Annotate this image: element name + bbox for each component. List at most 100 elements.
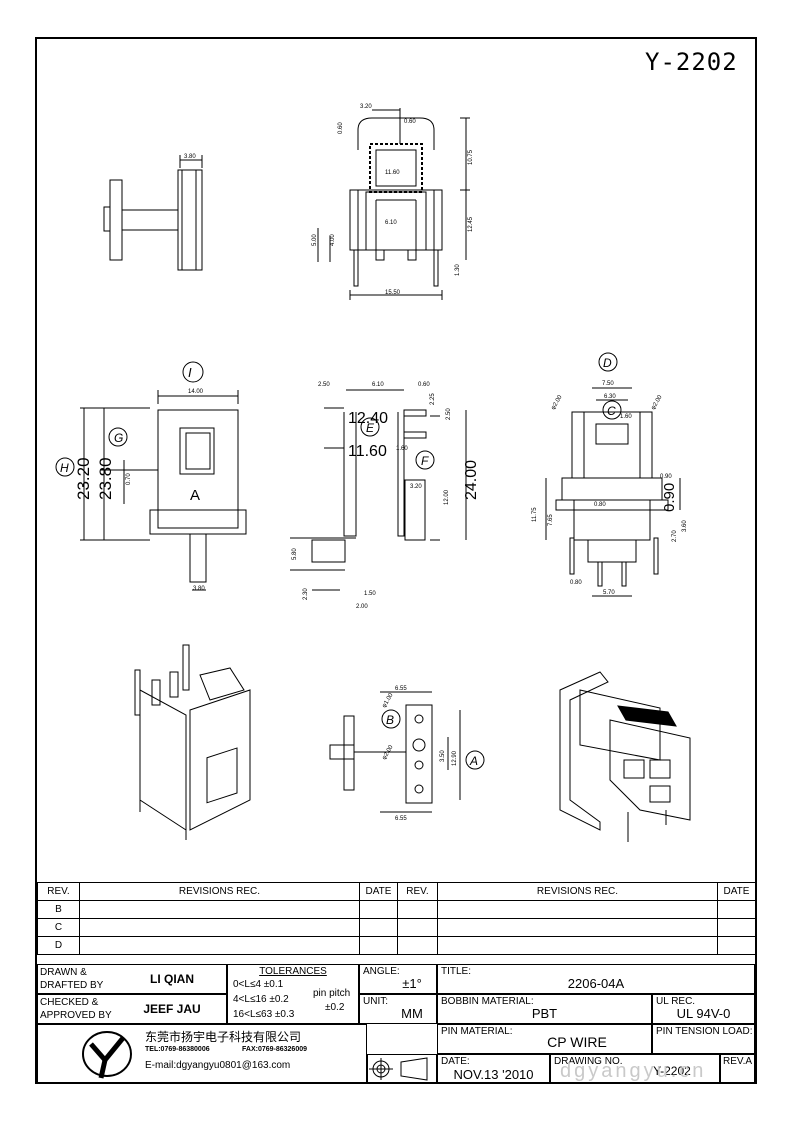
svg-text:23.20: 23.20 [74,457,93,500]
company-tel: TEL:0769-86380006 [145,1046,210,1053]
svg-text:6.55: 6.55 [395,816,407,822]
svg-text:15.50: 15.50 [385,290,401,296]
svg-text:2.00: 2.00 [356,604,368,610]
company-logo [82,1031,132,1079]
rev-label: REV.A [723,1056,753,1067]
date-value: NOV.13 '2010 [453,1067,534,1082]
projection-symbol-icon [369,1057,428,1081]
svg-text:3.20: 3.20 [360,104,372,110]
angle-label: ANGLE: [363,966,400,977]
drawing-no-label: DRAWING NO. [554,1056,623,1067]
tol-row-1: 0<L≤4 ±0.1 [233,979,284,990]
svg-text:C: C [607,404,616,418]
drawn-label: DRAWN & DRAFTED BY [40,967,104,991]
title-value: 2206-04A [567,976,625,991]
svg-text:3.60: 3.60 [682,520,688,532]
company-name: 东莞市扬宇电子科技有限公司 [145,1030,302,1044]
svg-text:G: G [114,431,123,445]
unit-label: UNIT: [363,996,388,1007]
svg-text:H: H [60,461,69,475]
svg-text:5.80: 5.80 [292,548,298,560]
svg-text:24.00: 24.00 [463,460,480,500]
svg-text:14.00: 14.00 [188,389,204,395]
drawing-no-value: Y-2202 [653,1064,691,1078]
svg-text:3.80: 3.80 [193,586,205,592]
svg-text:A: A [190,487,200,504]
svg-text:7.65: 7.65 [548,514,554,526]
checked-value: JEEF JAU [143,1002,201,1016]
pin-material-value: CP WIRE [547,1034,607,1050]
svg-text:2.30: 2.30 [303,588,309,600]
svg-text:0.60: 0.60 [338,122,344,134]
svg-text:11.60: 11.60 [385,170,400,176]
date-label: DATE: [441,1056,470,1067]
pin-pitch-label: pin pitch [313,988,351,999]
rev-header: REV. [37,882,80,901]
svg-text:0.80: 0.80 [594,502,606,508]
right-view: 7.50 6.30 φ2.00 φ2.00 1.60 11.75 7.65 0.… [532,352,688,597]
svg-text:φ2.00: φ2.00 [651,394,664,411]
svg-text:B: B [386,713,394,727]
rev-row-d: D [37,936,80,955]
bottom-view: 6.55 φ1.00 φ2.00 3.50 12.90 6.55 B A [329,686,485,822]
bobbin-material-label: BOBBIN MATERIAL: [441,996,534,1007]
svg-text:6.10: 6.10 [372,382,384,388]
svg-text:D: D [603,356,612,370]
date-header: DATE [359,882,398,901]
svg-text:3.50: 3.50 [440,750,446,762]
pin-material-label: PIN MATERIAL: [441,1026,513,1037]
svg-text:4.00: 4.00 [330,234,336,246]
svg-text:2.50: 2.50 [318,382,330,388]
svg-text:0.70: 0.70 [126,473,132,485]
svg-text:12.90: 12.90 [452,750,458,766]
isometric-right [559,671,691,842]
svg-text:0.90: 0.90 [661,483,678,512]
watermark: dgyangyu.cn [560,1060,707,1082]
svg-text:23.80: 23.80 [96,457,115,500]
svg-text:1.50: 1.50 [364,591,376,597]
section-view: 2.50 6.10 0.60 2.25 12.40 11.60 1.60 2.5… [290,382,480,610]
ul-rec-value: UL 94V-0 [676,1006,731,1021]
svg-text:6.55: 6.55 [395,686,407,692]
pin-pitch-tol: ±0.2 [325,1002,345,1013]
svg-text:12.45: 12.45 [468,216,474,232]
svg-text:1.60: 1.60 [620,414,632,420]
svg-text:φ2.00: φ2.00 [551,394,564,411]
svg-text:3.20: 3.20 [410,484,422,490]
svg-text:3.80: 3.80 [184,154,196,160]
date-header-2: DATE [717,882,756,901]
title-label: TITLE: [441,966,472,977]
svg-text:2.70: 2.70 [672,530,678,542]
svg-text:5.00: 5.00 [312,234,318,246]
rec-header: REVISIONS REC. [79,882,360,901]
svg-text:7.50: 7.50 [602,381,614,387]
tolerances-title: TOLERANCES [259,966,327,977]
rev-row-c: C [37,918,80,937]
drawn-value: LI QIAN [150,972,194,986]
revisions-table: REV. REVISIONS REC. DATE REV. REVISIONS … [37,882,756,955]
svg-text:1.30: 1.30 [455,264,461,276]
svg-text:10.75: 10.75 [468,149,474,165]
checked-label: CHECKED & APPROVED BY [40,997,112,1021]
svg-text:11.60: 11.60 [348,443,387,460]
svg-text:0.60: 0.60 [418,382,430,388]
drawing-code: Y-2202 [645,48,738,76]
front-view: 14.00 23.20 23.80 0.70 3.80 A I G H [55,361,247,592]
svg-text:11.75: 11.75 [532,507,538,522]
technical-drawing: 3.80 3.20 0.60 0.60 10.75 [55,104,691,842]
company-fax: FAX:0769-86326009 [242,1046,307,1053]
svg-text:E: E [366,421,375,435]
svg-text:φ1.00: φ1.00 [382,692,395,709]
rev-header-2: REV. [397,882,438,901]
unit-value: MM [401,1006,423,1021]
top-view: 3.20 0.60 0.60 10.75 11.60 12.45 6.10 5.… [312,104,474,300]
company-email: E-mail:dgyangyu0801@163.com [145,1060,291,1071]
bobbin-material-value: PBT [531,1006,558,1021]
title-block: DRAWN & DRAFTED BY LI QIAN CHECKED & APP… [37,964,755,1084]
tol-row-2: 4<L≤16 ±0.2 [233,994,289,1005]
svg-text:5.70: 5.70 [603,590,615,596]
svg-text:0.80: 0.80 [570,580,582,586]
svg-text:6.30: 6.30 [604,394,616,400]
ul-rec-label: UL REC. [656,996,696,1007]
angle-value: ±1° [402,976,422,991]
